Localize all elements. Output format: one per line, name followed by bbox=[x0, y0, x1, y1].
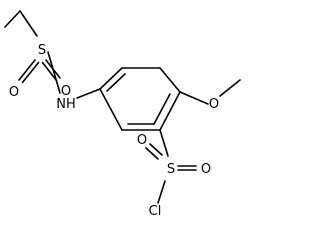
bond-s-cl bbox=[157, 180, 166, 204]
bond-s-o-left-b bbox=[21, 61, 40, 84]
bond-ring-methoxy-o bbox=[179, 91, 209, 105]
atom-label-methoxy-o: O bbox=[209, 97, 219, 112]
bond-ethyl-ch2 bbox=[19, 10, 38, 37]
molecule-drawing: S O O NH O S O O Cl bbox=[4, 10, 241, 219]
atom-label-sulfonyl-s: S bbox=[38, 43, 46, 58]
bond-s-o-left-a bbox=[18, 59, 36, 81]
ring-bond-1 bbox=[99, 67, 123, 90]
atom-label-chlorine: Cl bbox=[149, 204, 162, 219]
bond-ring-s bbox=[159, 129, 169, 157]
bond-s-n bbox=[47, 51, 61, 94]
ring-double-2 bbox=[153, 93, 171, 125]
structure-canvas: S O O NH O S O O Cl bbox=[4, 10, 241, 219]
atom-label-chloride-s: S bbox=[167, 162, 175, 177]
atom-label-sulfonyl-o-left: O bbox=[9, 85, 19, 100]
ring-bond-6 bbox=[99, 88, 123, 131]
ring-bond-3 bbox=[159, 67, 181, 93]
atom-label-amine-nh: NH bbox=[56, 97, 76, 112]
bond-s-o-top-a bbox=[145, 147, 159, 160]
bond-methoxy-ch3 bbox=[219, 79, 241, 97]
atom-label-chloride-o-right: O bbox=[201, 162, 211, 177]
bond-s-o-top-b bbox=[149, 143, 163, 156]
ring-double-1 bbox=[106, 73, 126, 92]
bond-n-ring bbox=[76, 88, 101, 99]
atom-label-chloride-o-top: O bbox=[137, 133, 147, 148]
bond-s-o-right-b bbox=[41, 61, 58, 82]
bond-ethyl-ch3 bbox=[4, 10, 21, 28]
atom-label-sulfonyl-o-right: O bbox=[61, 84, 71, 99]
ring-bond-4 bbox=[159, 91, 181, 131]
